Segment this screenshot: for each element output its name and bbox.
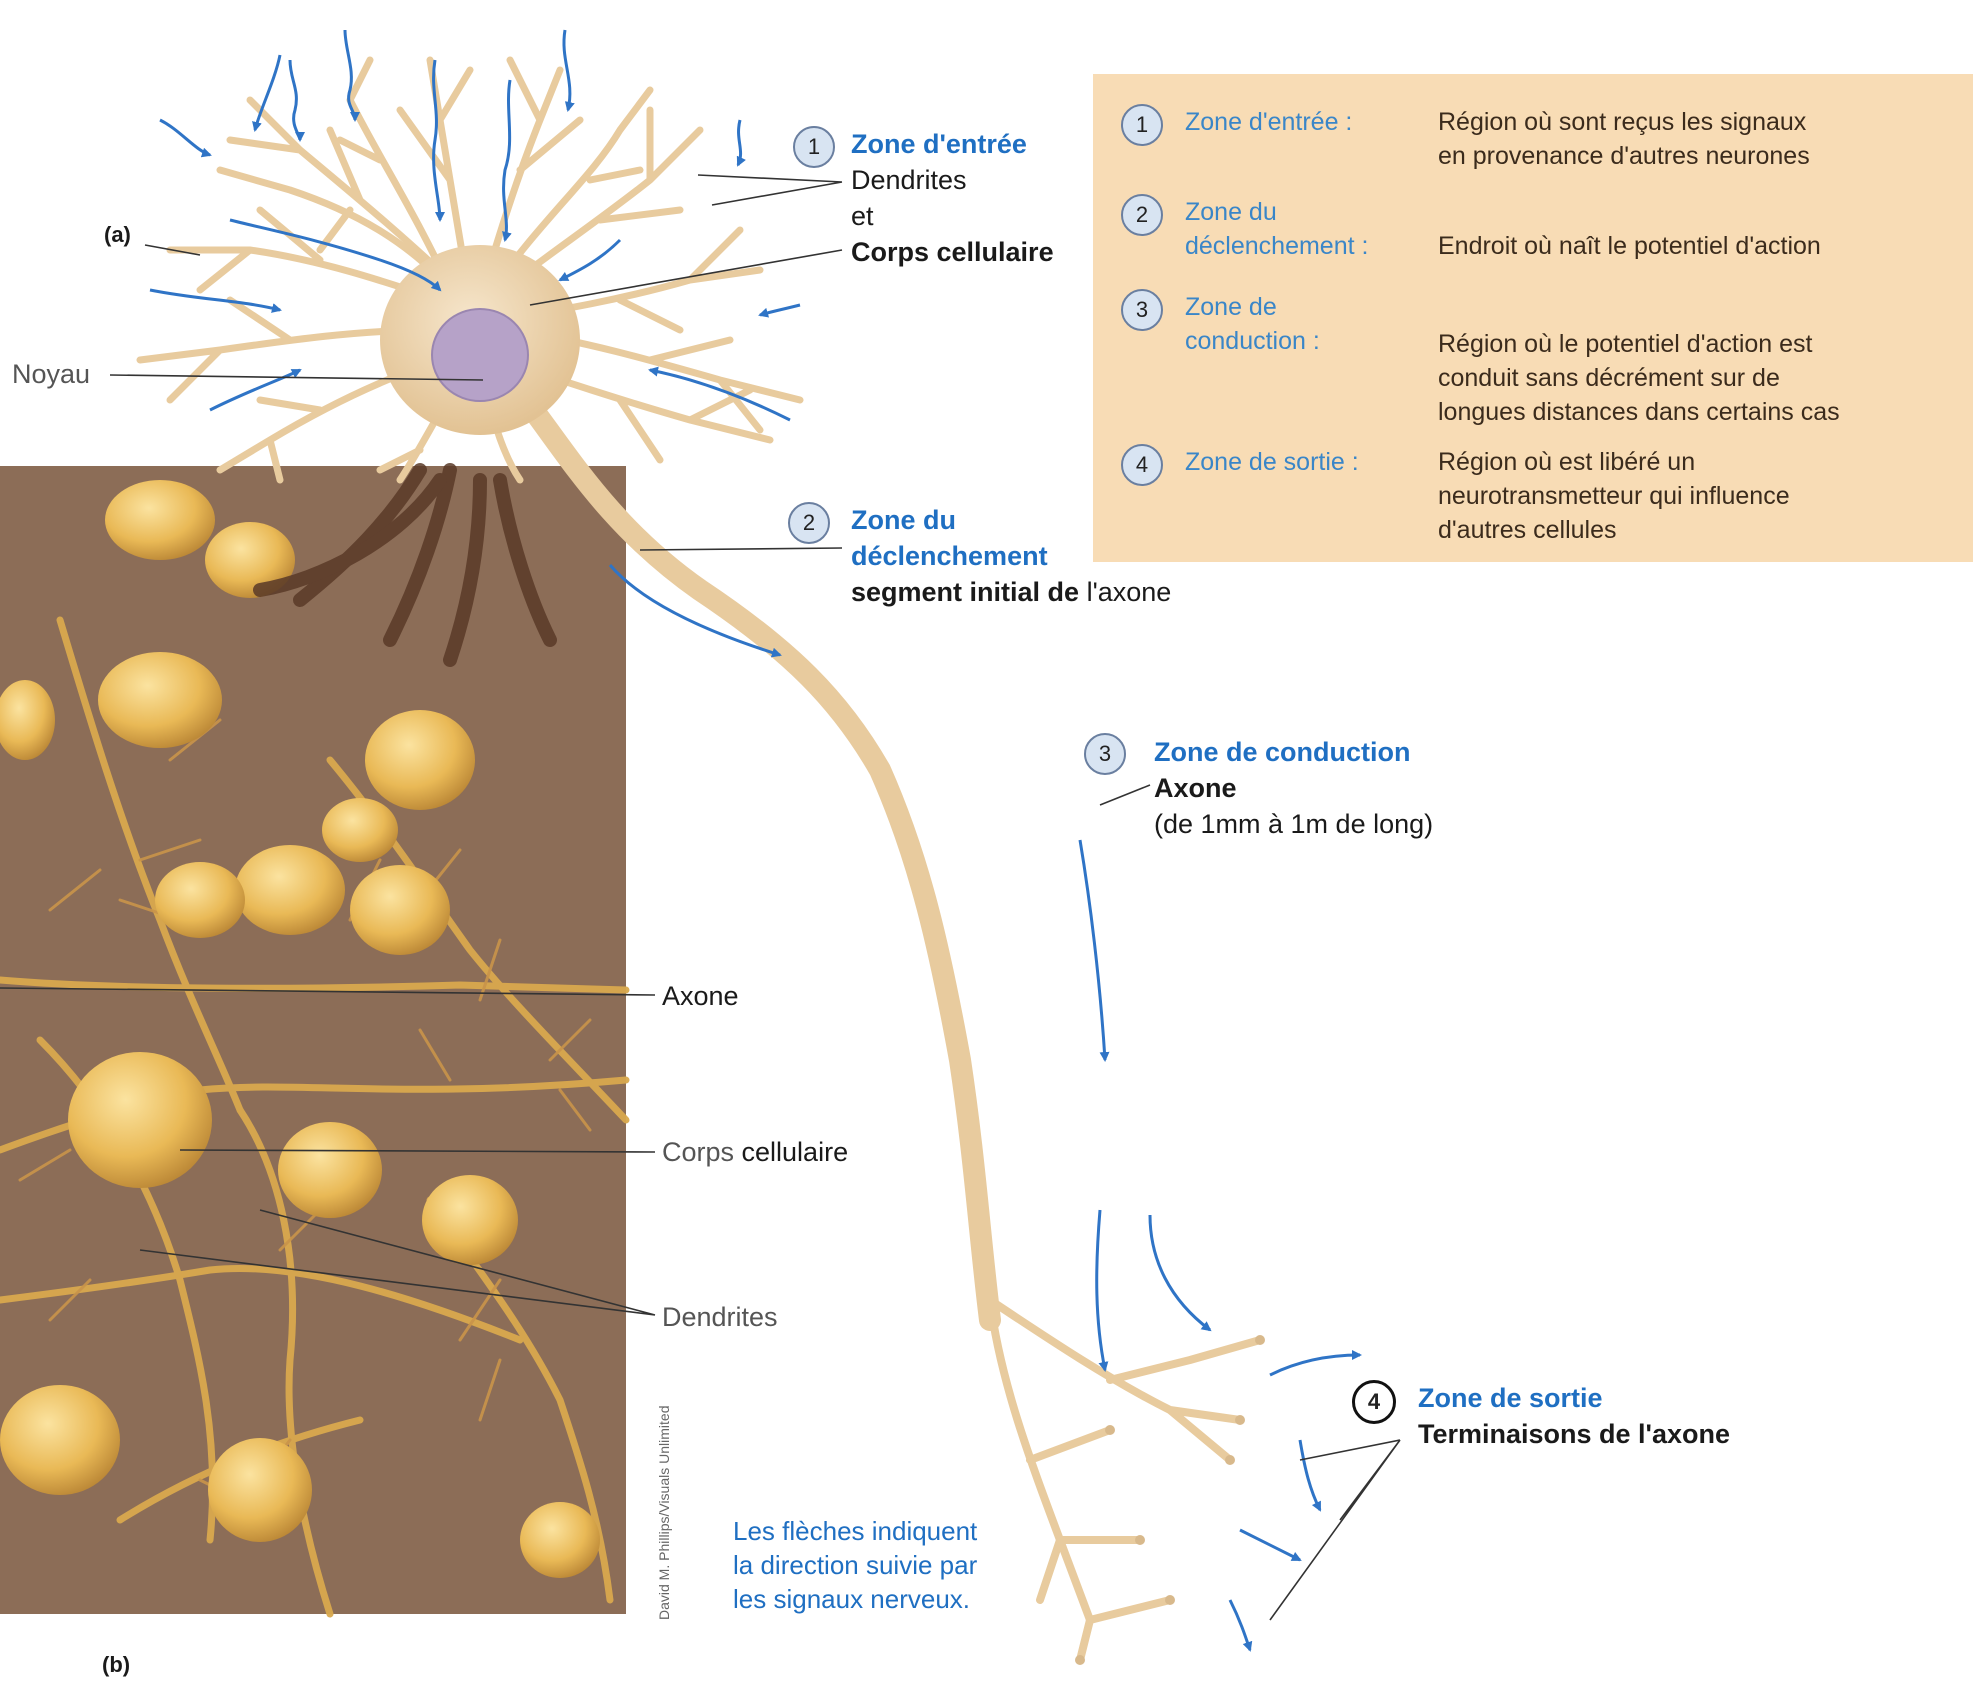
zone-2-badge: 2	[788, 502, 830, 544]
panel-label-b: (b)	[102, 1652, 130, 1678]
zone-4-badge: 4	[1352, 1380, 1396, 1424]
zone-2-subtitle-rest: l'axone	[1079, 577, 1171, 607]
zone-1-badge: 1	[793, 126, 835, 168]
corps-cellulaire-label: Corps cellulaire	[662, 1135, 848, 1169]
zone-4-terminaisons: Terminaisons de l'axone	[1418, 1417, 1730, 1451]
note-line-2: la direction suivie par	[733, 1548, 977, 1582]
legend-1-desc-line2: en provenance d'autres neurones	[1438, 139, 1810, 173]
zone-3-length: (de 1mm à 1m de long)	[1154, 807, 1433, 841]
zone-2-title-line1: Zone du	[851, 503, 956, 537]
legend-2-desc: Endroit où naît le potentiel d'action	[1438, 229, 1821, 263]
note-line-1: Les flèches indiquent	[733, 1514, 977, 1548]
legend-3-badge: 3	[1121, 289, 1163, 331]
axone-label: Axone	[662, 979, 739, 1013]
zone-2-subtitle: segment initial de l'axone	[851, 575, 1171, 609]
corps-label-part1: Corps	[662, 1137, 734, 1167]
legend-4-term: Zone de sortie :	[1185, 445, 1359, 479]
legend-2-desc-line1: Endroit où naît le potentiel d'action	[1438, 229, 1821, 263]
legend-1-term: Zone d'entrée :	[1185, 105, 1352, 139]
legend-4-desc-line1: Région où est libéré un	[1438, 445, 1790, 479]
legend-1-desc-line1: Région où sont reçus les signaux	[1438, 105, 1810, 139]
zone-4-title: Zone de sortie	[1418, 1381, 1603, 1415]
zone-1-et: et	[851, 199, 874, 233]
photo-credit: David M. Phillips/Visuals Unlimited	[656, 1406, 672, 1620]
zone-1-dendrites: Dendrites	[851, 163, 967, 197]
legend-2-badge: 2	[1121, 194, 1163, 236]
legend-4-badge: 4	[1121, 444, 1163, 486]
legend-box: 1 Zone d'entrée : Région où sont reçus l…	[1093, 74, 1973, 562]
legend-3-term-line2: conduction :	[1185, 324, 1320, 358]
zone-3-badge: 3	[1084, 733, 1126, 775]
legend-4-desc: Région où est libéré un neurotransmetteu…	[1438, 445, 1790, 547]
zone-3-title: Zone de conduction	[1154, 735, 1411, 769]
noyau-label: Noyau	[12, 357, 90, 391]
legend-3-desc-line3: longues distances dans certains cas	[1438, 395, 1840, 429]
legend-3-desc-line2: conduit sans décrément sur de	[1438, 361, 1840, 395]
zone-3-axone: Axone	[1154, 771, 1237, 805]
zone-1-corps-cellulaire: Corps cellulaire	[851, 235, 1054, 269]
legend-4-desc-line3: d'autres cellules	[1438, 513, 1790, 547]
legend-3-desc-line1: Région où le potentiel d'action est	[1438, 327, 1840, 361]
zone-2-title-line2: déclenchement	[851, 539, 1048, 573]
zone-1-title: Zone d'entrée	[851, 127, 1027, 161]
panel-label-a: (a)	[104, 222, 131, 248]
legend-4-desc-line2: neurotransmetteur qui influence	[1438, 479, 1790, 513]
arrow-direction-note: Les flèches indiquent la direction suivi…	[733, 1514, 977, 1616]
zone-2-subtitle-bold: segment initial de	[851, 577, 1079, 607]
note-line-3: les signaux nerveux.	[733, 1582, 977, 1616]
dendrites-label: Dendrites	[662, 1300, 778, 1334]
legend-3-desc: Région où le potentiel d'action est cond…	[1438, 327, 1840, 429]
legend-1-badge: 1	[1121, 104, 1163, 146]
legend-1-desc: Région où sont reçus les signaux en prov…	[1438, 105, 1810, 173]
corps-label-part2: cellulaire	[734, 1137, 848, 1167]
legend-2-term-line1: Zone du	[1185, 195, 1277, 229]
legend-2-term-line2: déclenchement :	[1185, 229, 1368, 263]
legend-3-term-line1: Zone de	[1185, 290, 1277, 324]
micrograph	[0, 466, 626, 1614]
